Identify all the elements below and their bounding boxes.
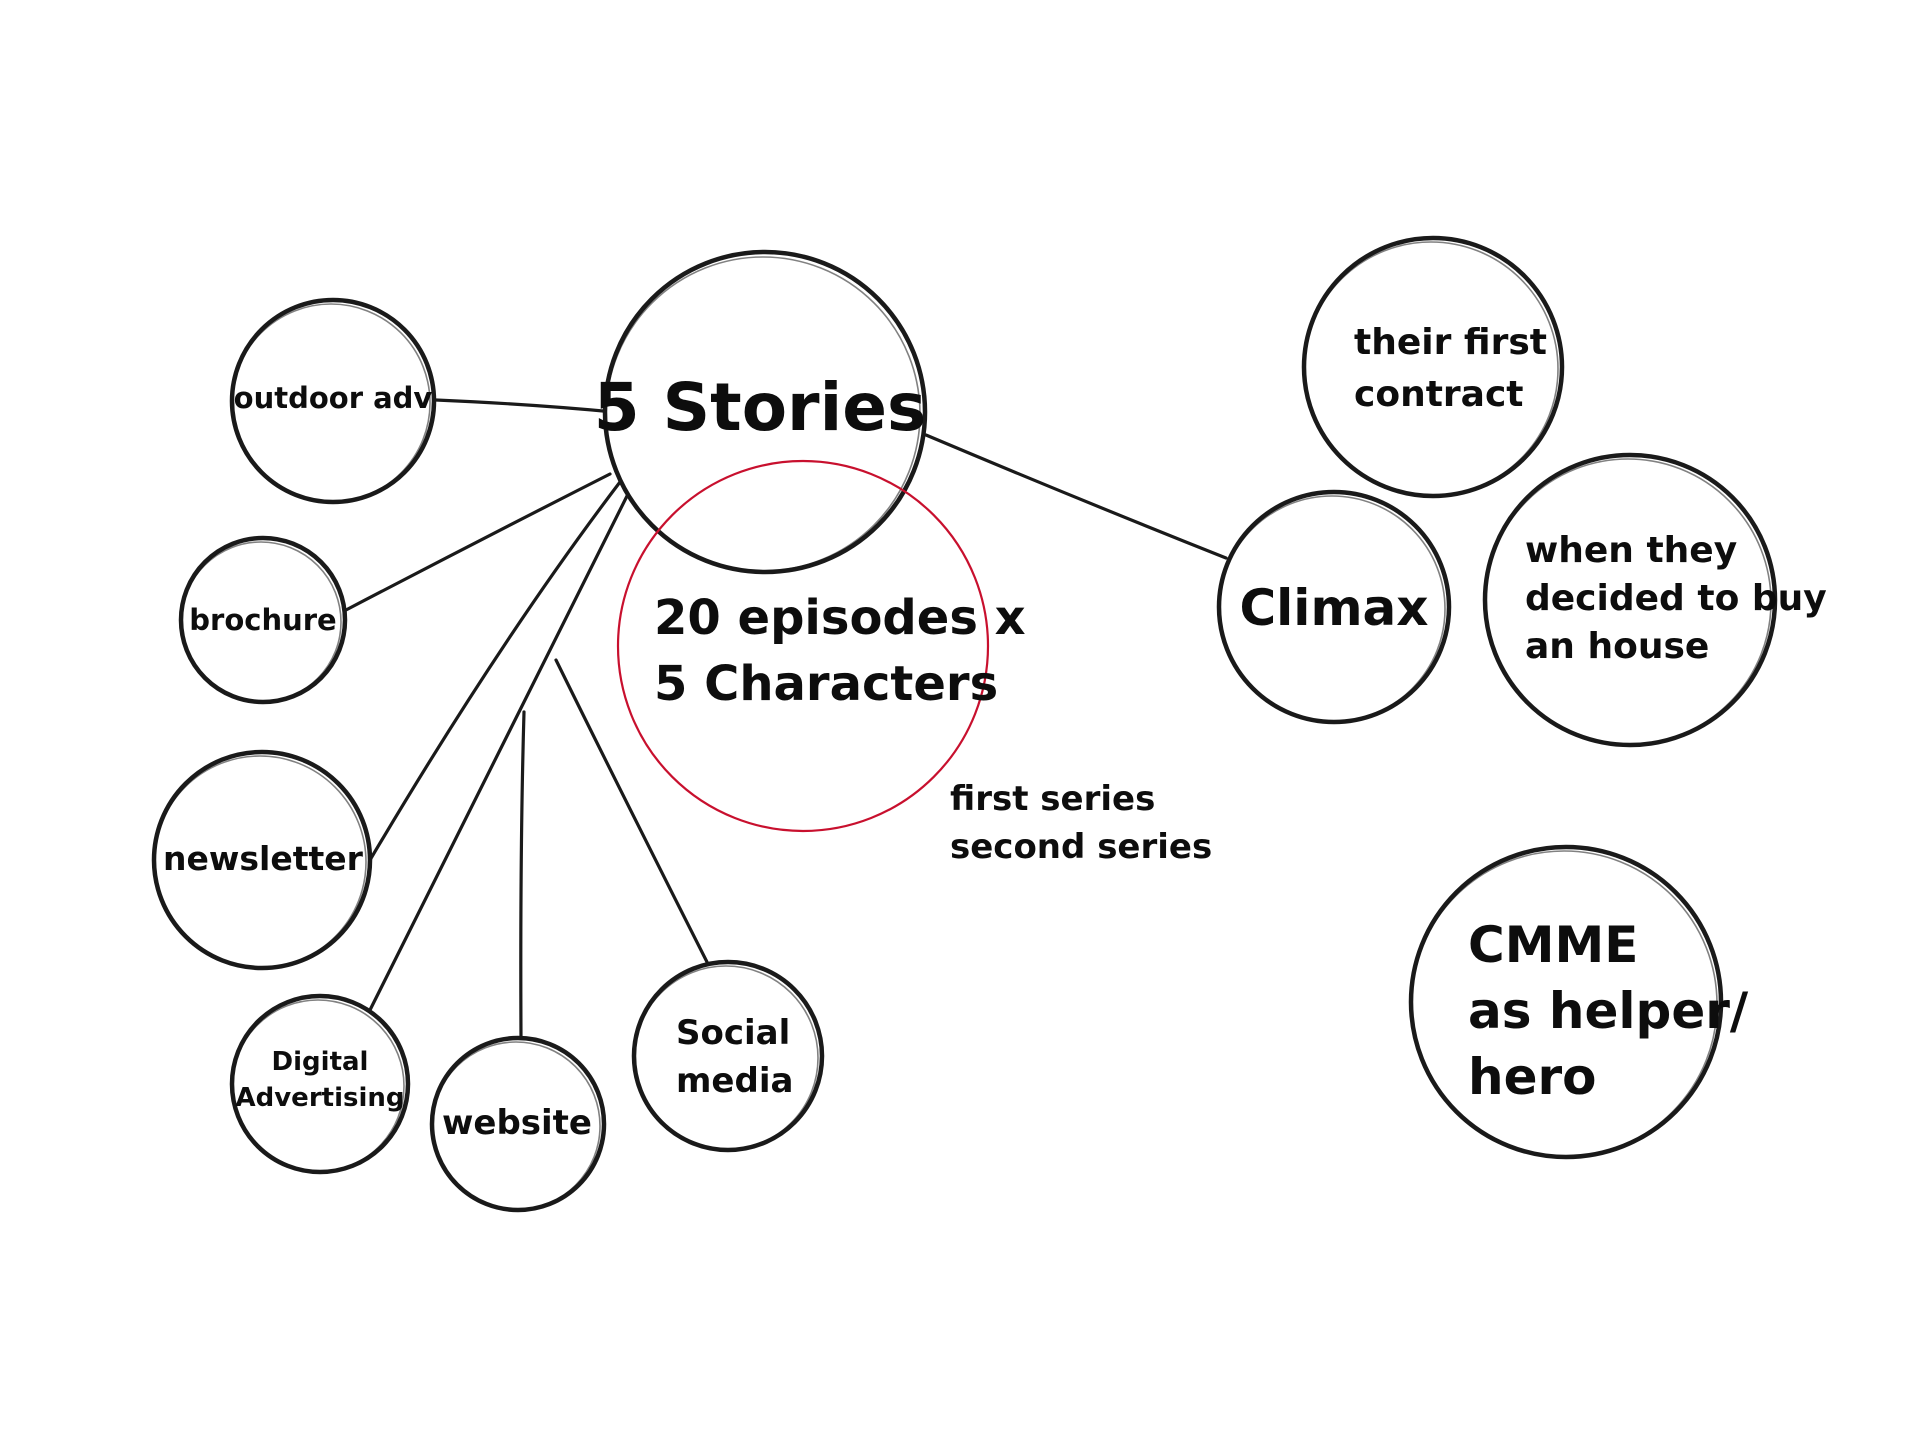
connector-website — [519, 710, 526, 1040]
bubble-cmme-texture — [1410, 850, 1718, 1158]
bubble-digital-texture — [231, 999, 405, 1173]
node-cmme: CMME as helper/ hero — [1408, 844, 1749, 1160]
episodes-line-1: 20 episodes x — [654, 590, 1026, 646]
label-buy-house-3: an house — [1525, 626, 1709, 667]
channel-newsletter: newsletter — [151, 749, 373, 971]
connector-social — [554, 658, 709, 964]
bubble-social-texture — [633, 965, 819, 1151]
bubble-buy-house-texture — [1484, 458, 1772, 746]
label-cmme-2: as helper/ — [1468, 982, 1749, 1040]
label-cmme-3: hero — [1468, 1048, 1597, 1106]
label-first-contract-2: contract — [1354, 374, 1524, 415]
central-title: 5 Stories — [594, 369, 927, 446]
bubble-climax-texture — [1218, 495, 1446, 723]
bubble-brochure-texture — [180, 541, 342, 703]
channel-brochure: brochure — [178, 535, 348, 705]
label-buy-house-1: when they — [1525, 530, 1737, 571]
label-outdoor: outdoor adv — [234, 381, 433, 415]
bubble-outdoor-texture — [231, 303, 431, 503]
connector-brochure — [344, 472, 612, 612]
label-social-2: media — [676, 1061, 793, 1101]
series-note-first: first series — [950, 779, 1155, 819]
central-bubble-texture — [605, 256, 921, 572]
label-digital-1: Digital — [272, 1047, 369, 1077]
label-social-1: Social — [676, 1013, 790, 1053]
label-first-contract-1: their first — [1354, 322, 1547, 363]
channel-website: website — [429, 1035, 607, 1213]
label-cmme-1: CMME — [1468, 916, 1638, 974]
channel-digital: Digital Advertising — [229, 993, 411, 1175]
connector-climax — [924, 433, 1228, 560]
connector-digital — [368, 488, 632, 1012]
label-digital-2: Advertising — [236, 1083, 405, 1113]
label-website: website — [442, 1103, 592, 1143]
episodes-ring — [616, 459, 990, 833]
label-buy-house-2: decided to buy — [1525, 578, 1827, 619]
connector-outdoor — [434, 398, 616, 414]
series-note-second: second series — [950, 827, 1212, 867]
bubble-social — [631, 959, 825, 1153]
central-bubble — [602, 249, 928, 575]
label-newsletter: newsletter — [163, 839, 364, 878]
episodes-line-2: 5 Characters — [654, 656, 998, 712]
bubble-first-contract-texture — [1303, 241, 1559, 497]
channel-outdoor: outdoor adv — [229, 297, 437, 505]
node-buy-house: when they decided to buy an house — [1482, 452, 1827, 748]
channel-social: Social media — [631, 959, 825, 1153]
label-climax: Climax — [1239, 579, 1428, 637]
connector-newsletter — [368, 480, 622, 862]
node-first-contract: their first contract — [1301, 235, 1565, 499]
label-brochure: brochure — [189, 603, 336, 637]
connectors — [344, 398, 1228, 1040]
central-node — [602, 249, 928, 575]
bubble-website-texture — [431, 1041, 601, 1211]
node-climax: Climax — [1216, 489, 1452, 725]
bubble-newsletter-texture — [153, 755, 367, 969]
